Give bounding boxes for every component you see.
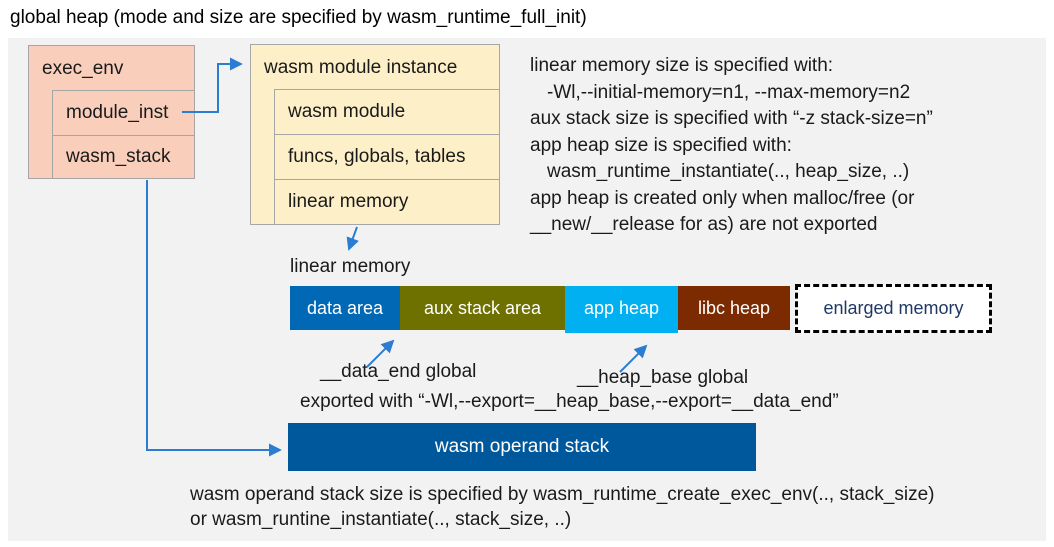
note-line: wasm operand stack size is specified by … bbox=[190, 484, 935, 505]
note-line: app heap size is specified with: bbox=[530, 134, 792, 156]
linear-memory-label: linear memory bbox=[290, 256, 411, 277]
exec-env-row-module-inst: module_inst bbox=[52, 90, 195, 136]
exec-env-header: exec_env bbox=[42, 58, 124, 79]
note-line: -Wl,--initial-memory=n1, --max-memory=n2 bbox=[547, 81, 911, 103]
note-line: aux stack size is specified with “-z sta… bbox=[530, 108, 933, 129]
data-end-global-label: __data_end global bbox=[320, 361, 477, 382]
instance-row-funcs-globals-tables: funcs, globals, tables bbox=[274, 134, 500, 180]
diagram-title: global heap (mode and size are specified… bbox=[10, 7, 587, 28]
size-notes: linear memory size is specified with: -W… bbox=[530, 53, 1042, 239]
segment-libc-heap: libc heap bbox=[678, 286, 790, 330]
exported-flags-label: exported with “-Wl,--export=__heap_base,… bbox=[300, 391, 839, 412]
note-line: wasm_runtime_instantiate(.., heap_size, … bbox=[547, 161, 910, 182]
segment-data-area: data area bbox=[290, 286, 400, 330]
instance-row-linear-memory: linear memory bbox=[274, 179, 500, 225]
exec-env-row-wasm-stack: wasm_stack bbox=[52, 135, 195, 179]
segment-app-heap: app heap bbox=[565, 286, 678, 333]
instance-row-wasm-module: wasm module bbox=[274, 89, 500, 135]
note-line: app heap is created only when malloc/fre… bbox=[530, 187, 915, 209]
module-instance-header: wasm module instance bbox=[264, 57, 458, 78]
note-line: or wasm_runtine_instantiate(.., stack_si… bbox=[190, 509, 572, 530]
wasm-operand-stack-bar: wasm operand stack bbox=[288, 423, 756, 471]
note-line: linear memory size is specified with: bbox=[530, 55, 834, 76]
segment-aux-stack-area: aux stack area bbox=[400, 286, 565, 330]
heap-base-global-label: __heap_base global bbox=[577, 367, 749, 388]
note-line: __new/__release for as) are not exported bbox=[530, 214, 878, 235]
segment-enlarged-memory: enlarged memory bbox=[795, 284, 992, 333]
operand-stack-note: wasm operand stack size is specified by … bbox=[190, 482, 935, 532]
